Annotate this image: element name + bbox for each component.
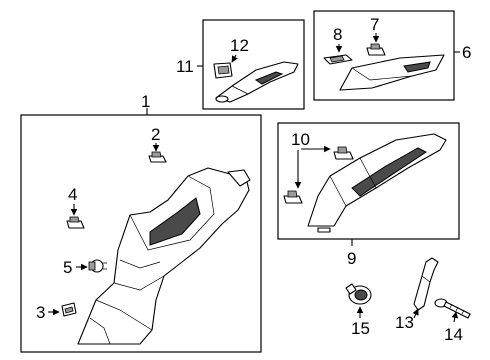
clip-part-10-upper — [333, 146, 354, 160]
group-box-1 — [20, 114, 262, 353]
callout-11: 11 — [176, 57, 194, 76]
upper-bracket-trim — [215, 61, 299, 103]
quarter-trim-panel — [77, 167, 251, 345]
callout-10: 10 — [291, 130, 310, 149]
group-box-6 — [313, 10, 455, 101]
callout-1: 1 — [141, 92, 150, 111]
grommet-part-15 — [345, 283, 372, 305]
bolt-part-14 — [434, 298, 471, 319]
group-box-11 — [202, 19, 305, 110]
pillar-trim-panel — [307, 133, 447, 233]
clip-part-7 — [366, 43, 386, 56]
callout-3: 3 — [36, 303, 45, 322]
callout-15: 15 — [351, 319, 370, 338]
callout-12: 12 — [230, 36, 249, 55]
callout-5: 5 — [63, 258, 72, 277]
push-pin-part-5 — [88, 259, 107, 273]
callout-9: 9 — [347, 249, 356, 268]
leader-13 — [412, 308, 419, 319]
clip-part-2 — [148, 151, 167, 163]
callout-2: 2 — [151, 125, 160, 144]
upper-trim-panel — [339, 54, 445, 91]
leader-12 — [231, 54, 238, 63]
callout-7: 7 — [370, 15, 379, 34]
bracket-part-13 — [413, 257, 439, 311]
leader-14 — [451, 311, 459, 323]
callout-6: 6 — [462, 43, 471, 62]
fastener-part-8 — [323, 54, 353, 65]
group-box-9 — [277, 122, 460, 240]
callout-8: 8 — [333, 25, 342, 44]
callout-14: 14 — [444, 325, 463, 344]
clip-part-4 — [66, 216, 85, 229]
callout-4: 4 — [68, 185, 77, 204]
callout-13: 13 — [395, 313, 414, 332]
clip-part-10-lower — [283, 190, 303, 204]
clip-part-3 — [61, 302, 77, 317]
fastener-part-12 — [213, 62, 233, 79]
